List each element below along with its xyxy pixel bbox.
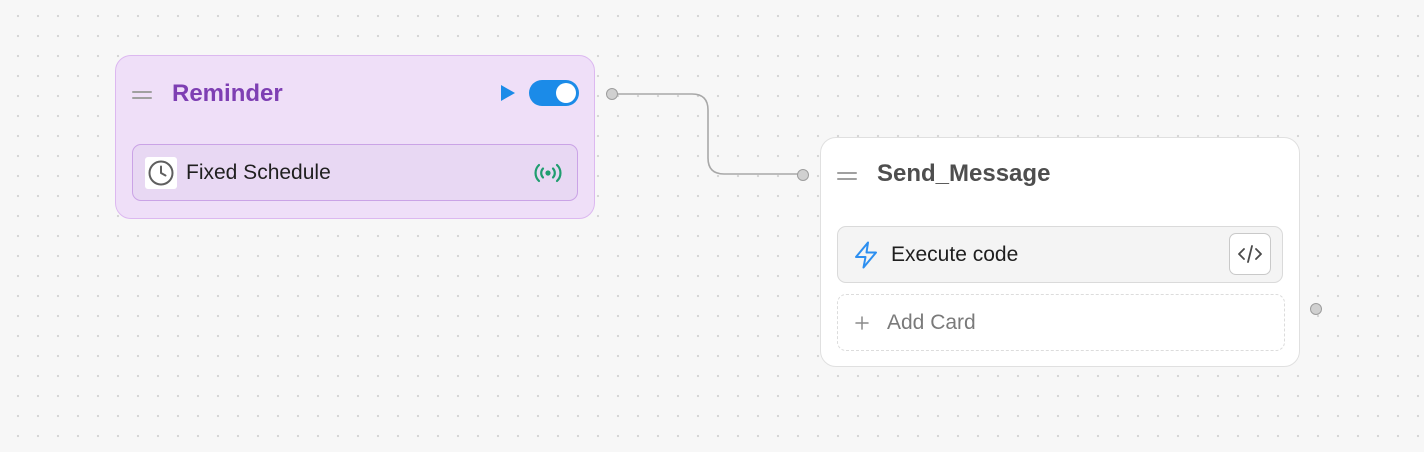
execute-code-card[interactable]: Execute code bbox=[837, 226, 1283, 283]
code-icon[interactable] bbox=[1229, 233, 1271, 275]
add-card-label: Add Card bbox=[887, 311, 976, 334]
send-message-node-title: Send_Message bbox=[877, 160, 1051, 187]
reminder-output-port[interactable] bbox=[606, 88, 618, 100]
send-message-input-port[interactable] bbox=[797, 169, 809, 181]
clock-icon bbox=[145, 157, 177, 189]
toggle-knob bbox=[556, 83, 576, 103]
drag-handle-icon[interactable] bbox=[132, 90, 152, 100]
broadcast-icon bbox=[534, 161, 562, 185]
plus-icon bbox=[855, 316, 869, 330]
fixed-schedule-label: Fixed Schedule bbox=[186, 161, 331, 184]
play-icon[interactable] bbox=[495, 82, 517, 104]
send-message-node-header: Send_Message bbox=[821, 138, 1299, 212]
execute-code-label: Execute code bbox=[891, 243, 1019, 266]
fixed-schedule-card[interactable]: Fixed Schedule bbox=[132, 144, 578, 201]
drag-handle-icon[interactable] bbox=[837, 171, 857, 181]
reminder-node-header: Reminder bbox=[116, 56, 594, 130]
add-card-button[interactable]: Add Card bbox=[837, 294, 1285, 351]
send-message-output-port[interactable] bbox=[1310, 303, 1322, 315]
send-message-node[interactable]: Send_Message Execute code bbox=[820, 137, 1300, 367]
reminder-node-title: Reminder bbox=[172, 80, 283, 107]
reminder-node[interactable]: Reminder Fixed Schedule bbox=[115, 55, 595, 219]
enable-toggle[interactable] bbox=[529, 80, 579, 106]
lightning-icon bbox=[851, 240, 881, 270]
